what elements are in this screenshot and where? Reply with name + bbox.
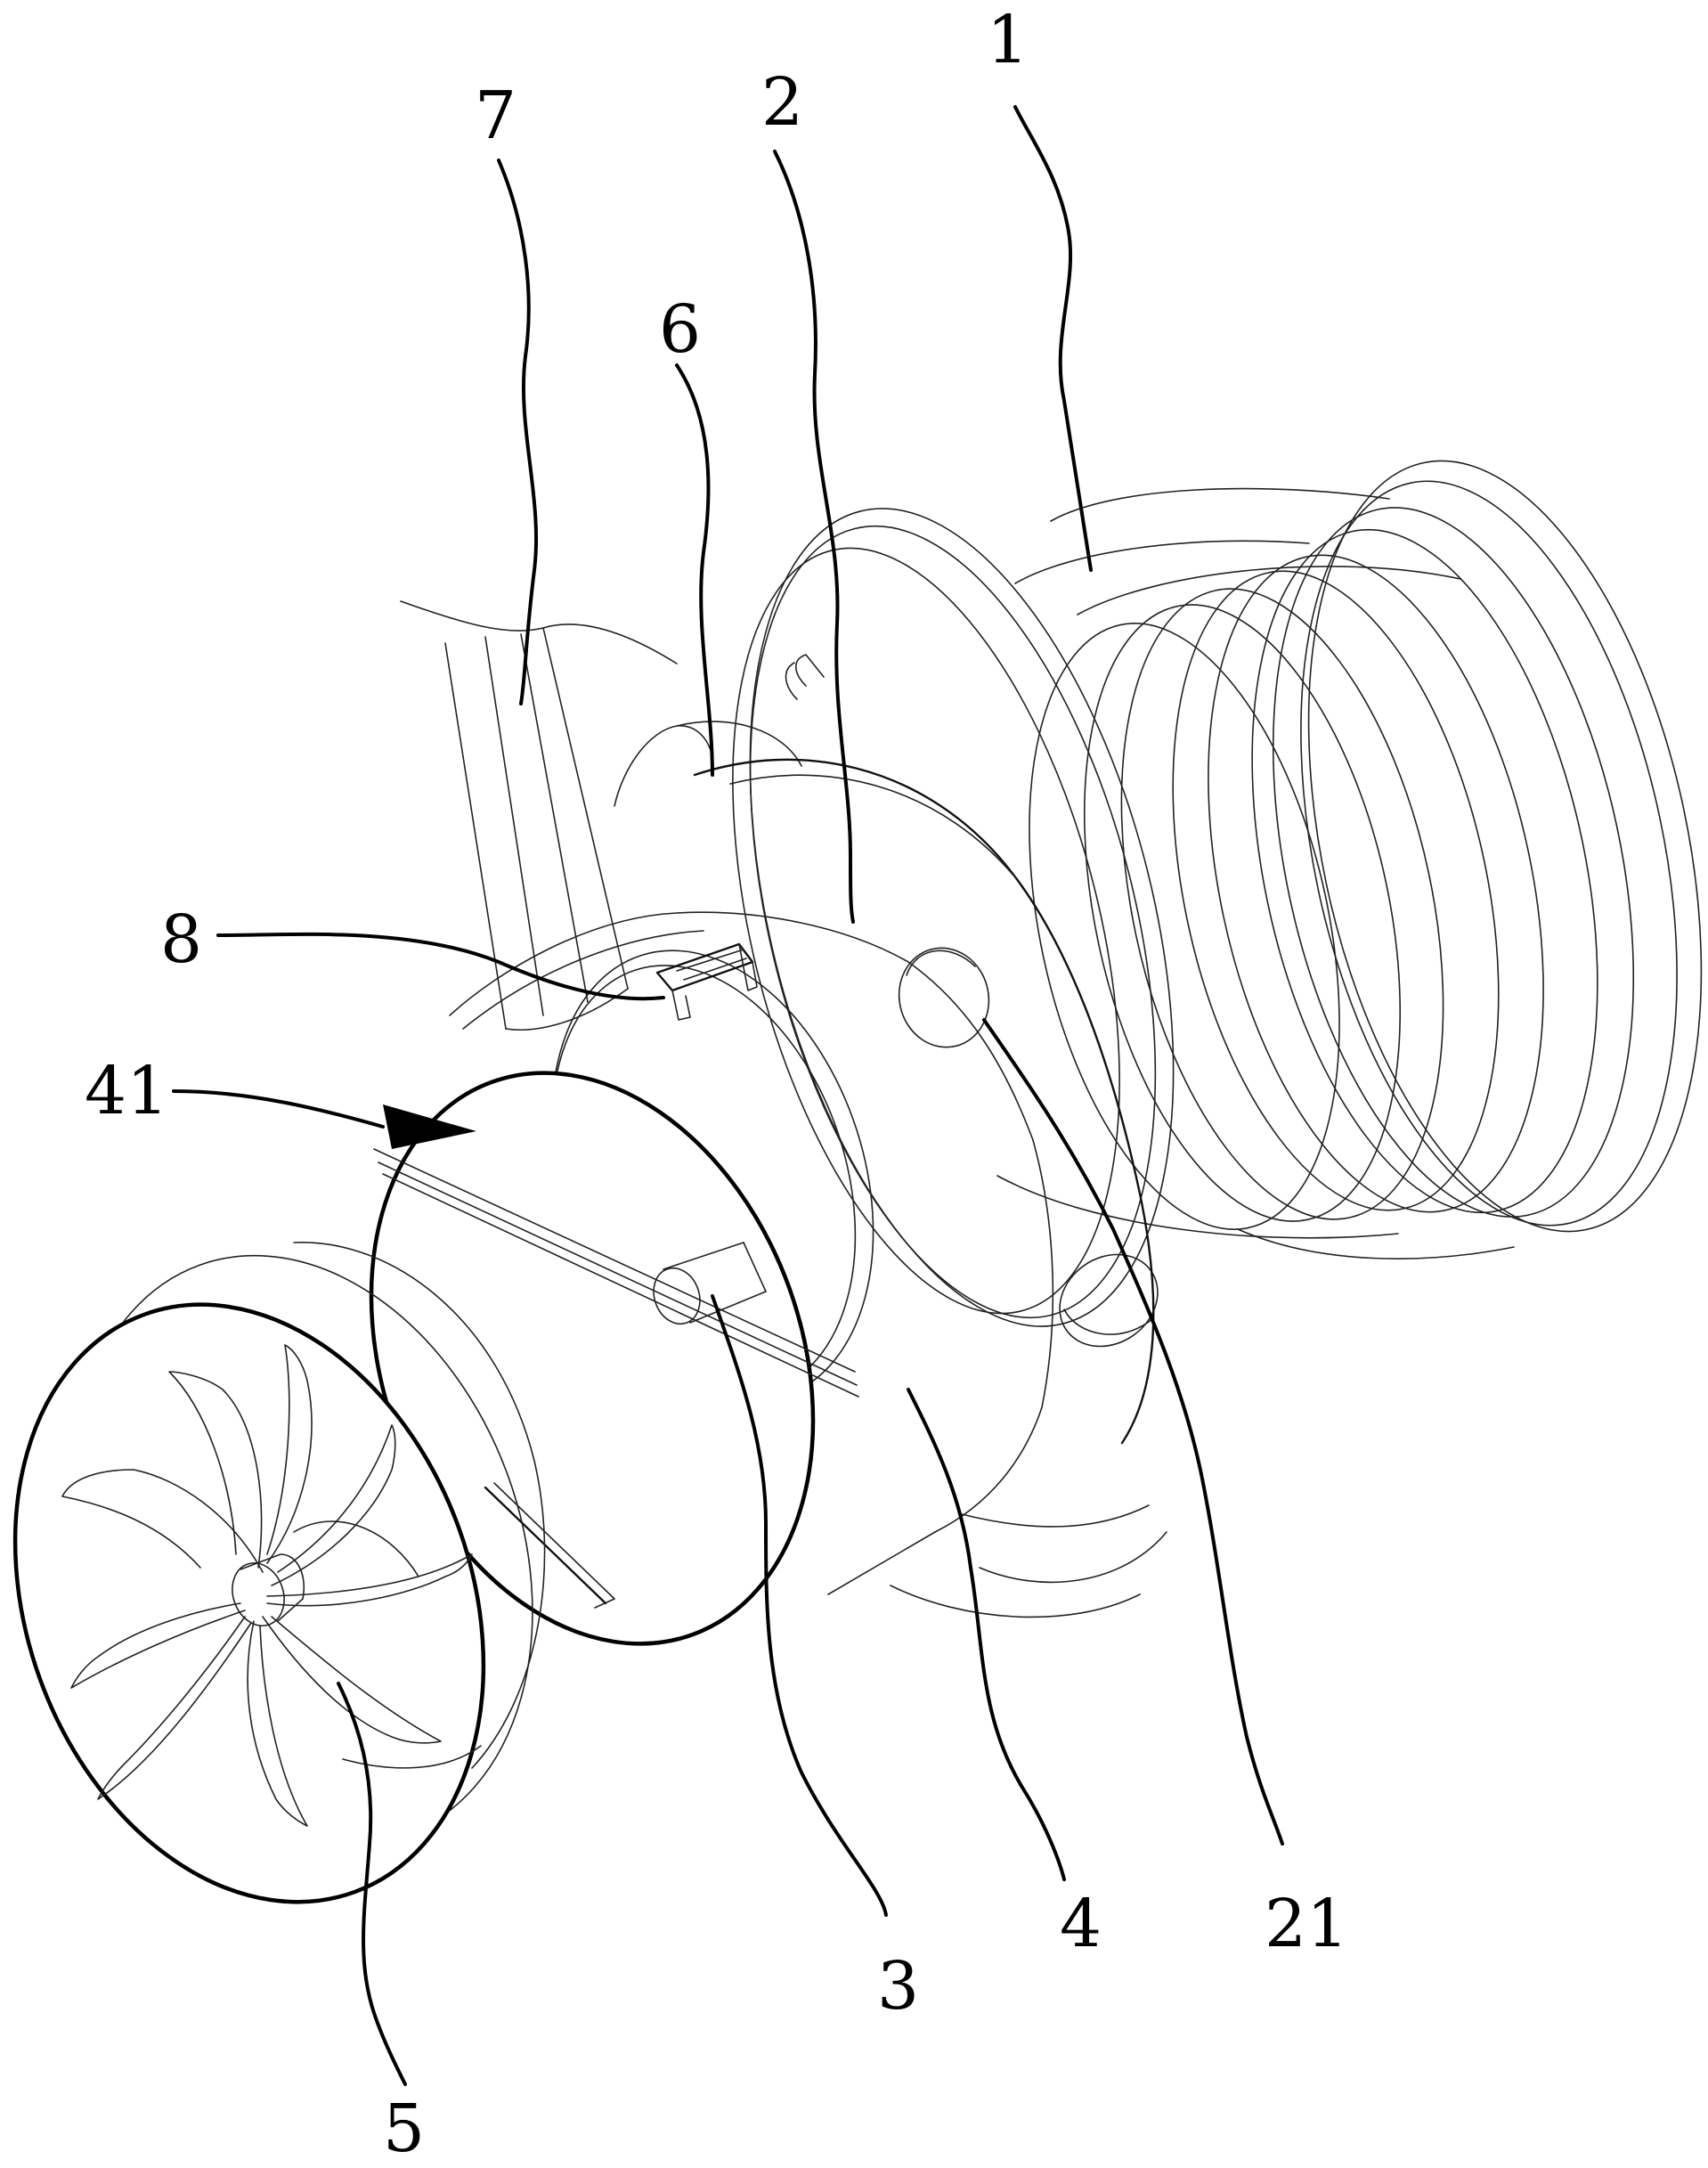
leader-1 xyxy=(1015,107,1091,570)
label-8: 8 xyxy=(160,901,202,978)
label-5: 5 xyxy=(383,2091,425,2167)
label-41: 41 xyxy=(85,1053,168,1129)
label-21: 21 xyxy=(1265,1886,1348,1962)
label-7: 7 xyxy=(475,77,516,154)
leader-2 xyxy=(775,151,853,922)
label-2: 2 xyxy=(761,64,803,141)
leader-4 xyxy=(908,1390,1064,1879)
leader-6 xyxy=(677,365,712,775)
leader-41 xyxy=(174,1091,383,1127)
latch-part-8 xyxy=(657,944,757,1020)
label-6: 6 xyxy=(659,291,701,368)
inlet-pipe-part-7 xyxy=(401,601,677,1030)
leader-7 xyxy=(499,160,536,704)
rear-drum-part-1 xyxy=(786,425,1708,1267)
label-4: 4 xyxy=(1060,1886,1102,1962)
leader-8 xyxy=(218,934,663,998)
label-3: 3 xyxy=(877,1948,919,2025)
label-1: 1 xyxy=(987,2,1029,78)
leader-21 xyxy=(984,1020,1282,1844)
